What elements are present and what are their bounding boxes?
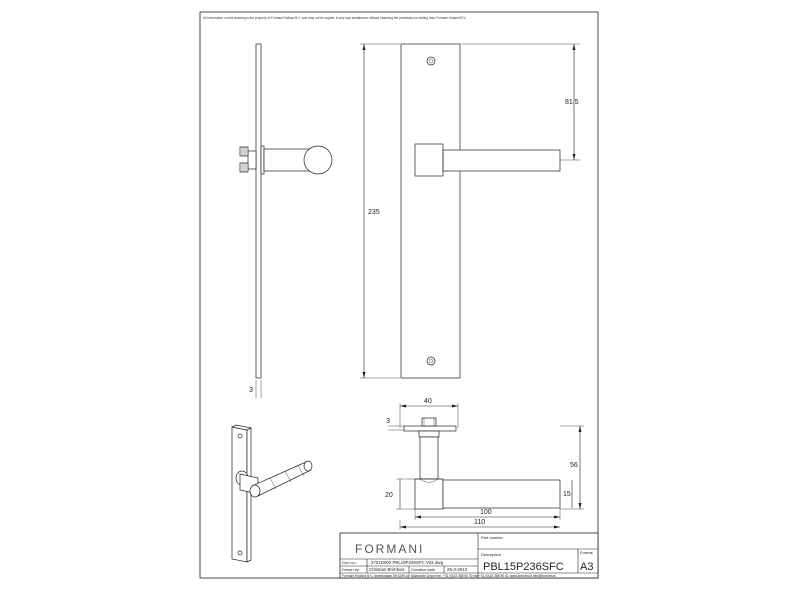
description-value: PBL15P236SFC [483,561,564,573]
dim-lever-drop: 56 [570,462,578,469]
top-view: 40 3 56 15 20 100 [385,398,584,530]
dim-thickness-bottom: 3 [386,418,390,425]
side-rose [260,145,265,175]
dim-bar-height: 15 [563,491,571,498]
drawn-by-value: Christian Brimbois [369,567,405,572]
isometric-view [230,424,313,563]
iso-lever [251,461,312,497]
front-view: 235 81,5 [360,43,580,379]
drawn-by-label: Drawn by: [342,567,360,572]
side-spindle [247,150,257,170]
description-label: Description [481,552,501,557]
part-number-label: Part number [481,535,504,540]
front-rose [414,143,444,177]
top-spindle [421,417,437,427]
side-lever-end [303,145,333,175]
format-label: Format [580,550,594,555]
iso-plate [231,426,248,563]
top-rose [418,430,440,438]
dim-thickness-side: 3 [249,387,253,394]
creation-date-value: 25-3-2013 [447,567,468,572]
top-neck [419,436,439,480]
creation-date-label: Creation date [411,567,436,572]
top-rose-block [414,478,444,510]
doc-no-value: 2701D002 PBL15P236SFC V02.dwg [371,560,444,565]
dim-lever-height: 81,5 [565,99,579,106]
formani-logo: FORMANI [355,542,424,556]
dim-rose-width: 40 [424,398,432,405]
doc-no-label: Doc.no.: [342,560,357,565]
front-hole-top [426,56,436,66]
top-plate [403,425,457,432]
top-lever-bar [442,479,561,509]
dim-rose-height: 20 [385,492,393,499]
front-lever [442,149,561,172]
iso-lever-end [249,484,261,498]
iso-hole-bottom [237,550,243,556]
side-view: 3 [239,43,333,398]
iso-hole-top [237,433,243,439]
title-block: FORMANI Part number Doc.no.: 2701D002 PB… [339,532,599,579]
side-plate [255,43,262,379]
front-hole-bottom [426,356,436,366]
dim-plate-height: 235 [368,209,380,216]
format-value: A3 [580,561,593,573]
property-notice: All information on this drawing is the p… [203,16,467,20]
footer-address: Formani Holland B.V. Amerikalaan 59 6199… [342,574,556,578]
dim-lever-length: 100 [480,509,492,516]
dim-overall-length: 110 [474,519,485,526]
front-plate [400,43,461,379]
